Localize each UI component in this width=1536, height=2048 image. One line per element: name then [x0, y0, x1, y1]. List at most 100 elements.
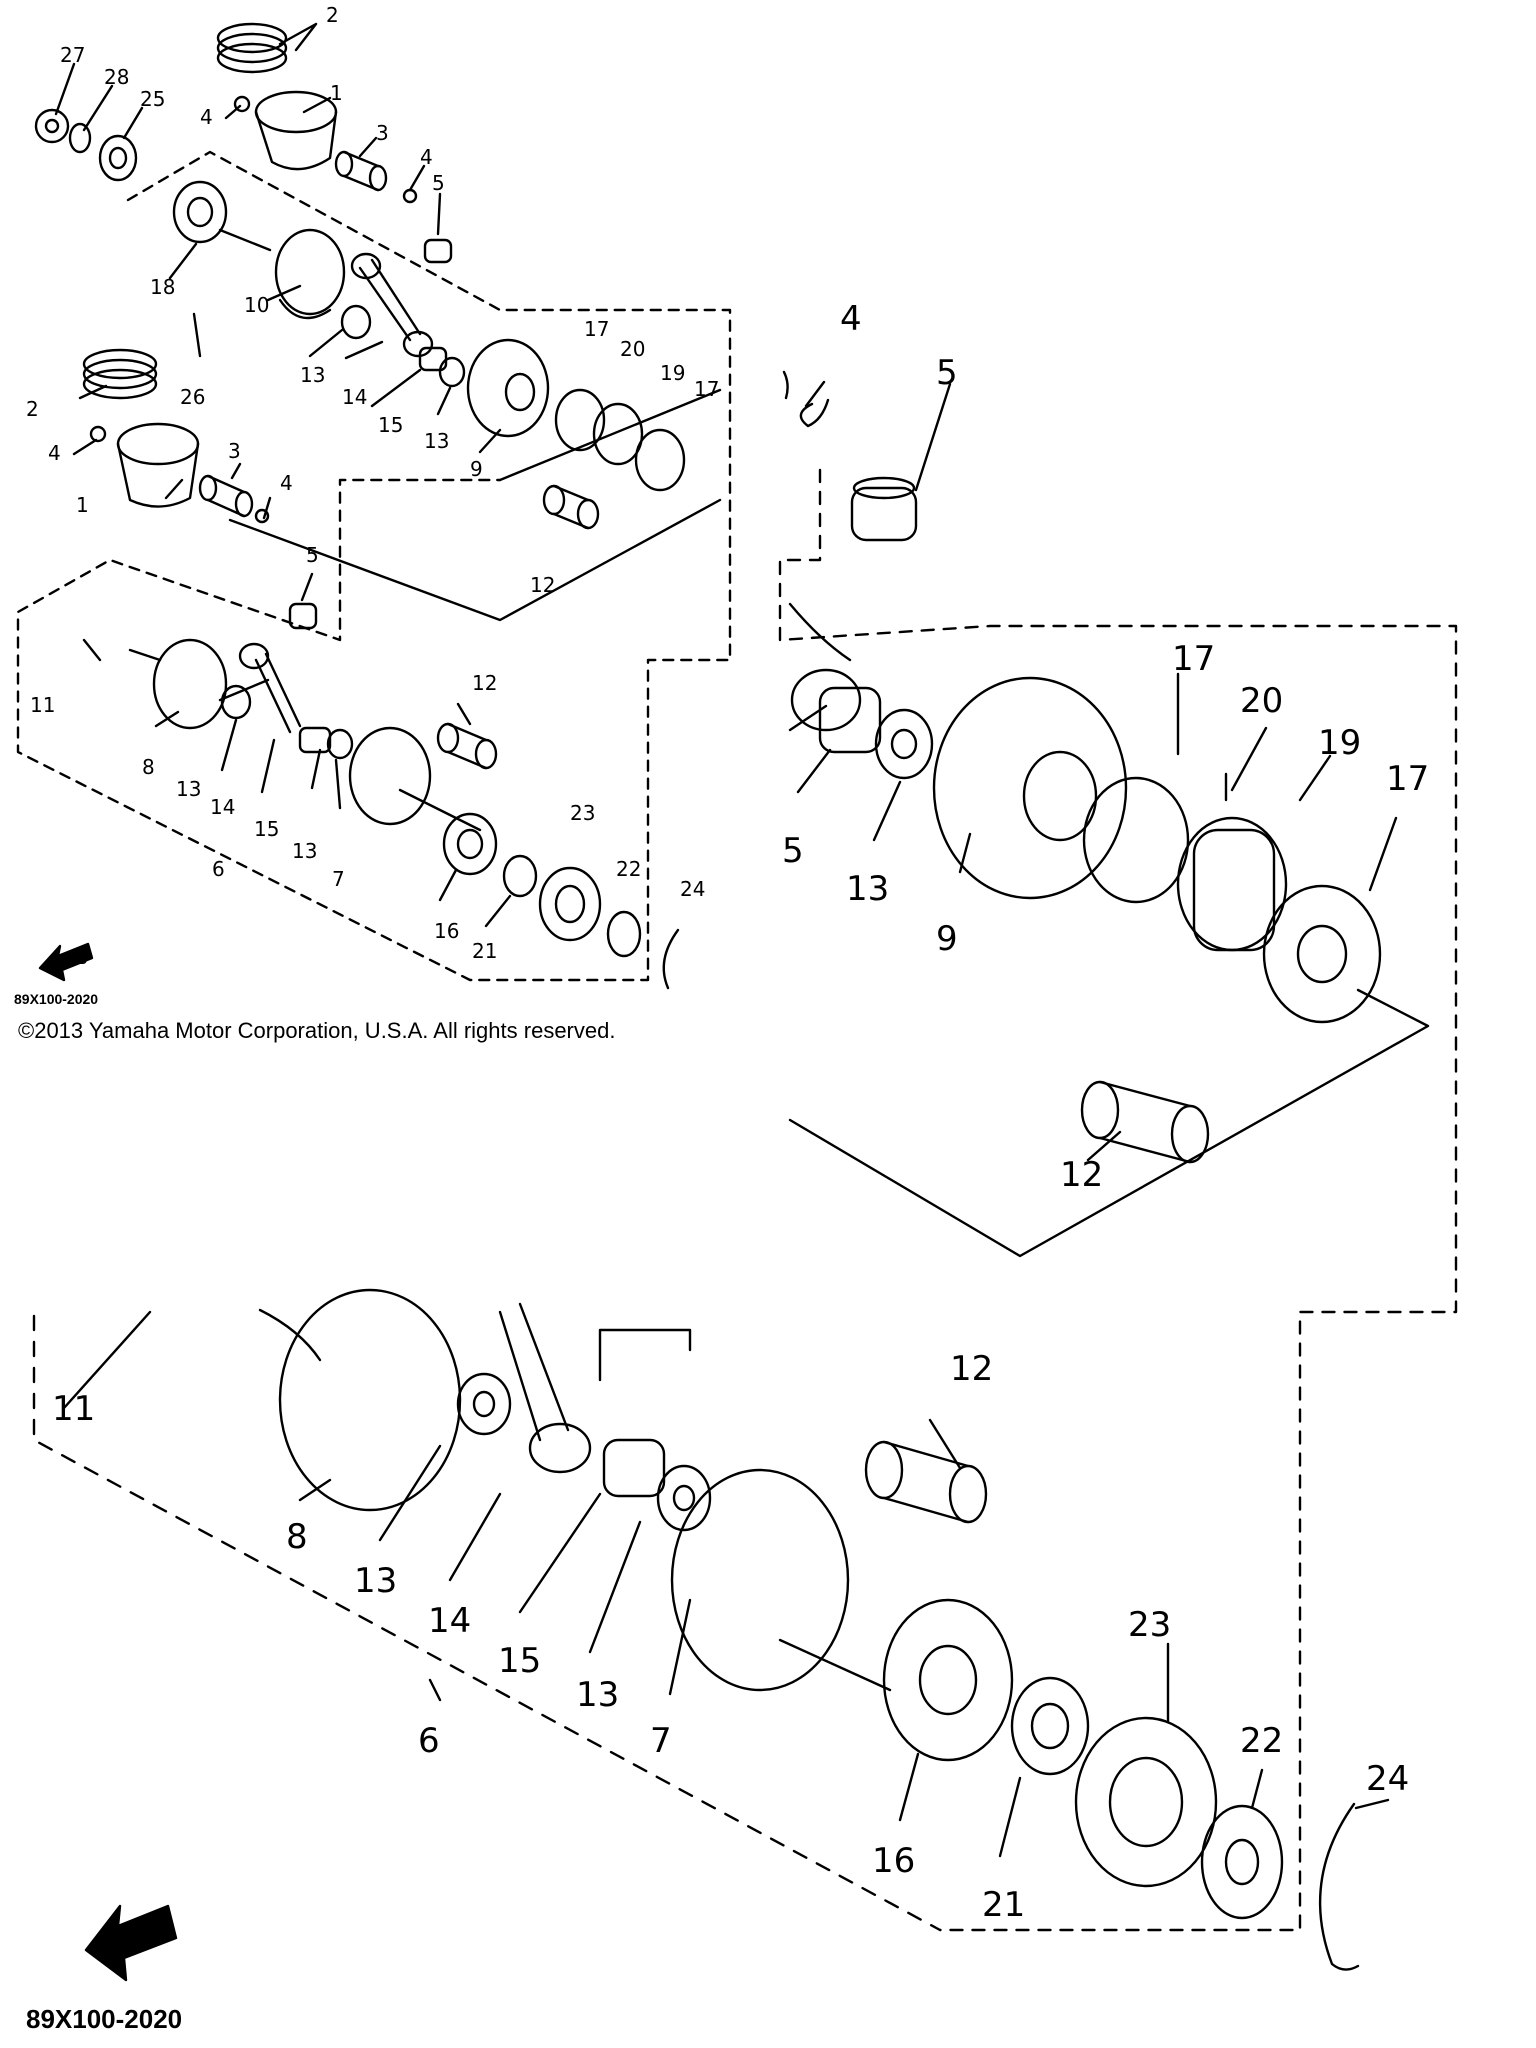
callout-13b-ov-low: 13 [292, 839, 317, 863]
washer-13-right-detail [656, 1464, 712, 1532]
callout-4b-ov: 4 [420, 145, 433, 169]
detail-flywheel-boundary [778, 468, 1458, 1932]
piston-rings-top [216, 22, 288, 74]
callout-9-ov: 9 [470, 457, 483, 481]
callout-12-ov-low: 12 [472, 671, 497, 695]
washer-13-lower [220, 684, 252, 720]
detail-flywheel-inner [788, 988, 1430, 1258]
callout-11-ov: 11 [30, 693, 55, 717]
callout-14-ov-low: 14 [210, 795, 235, 819]
callout-5-ov-low: 5 [306, 543, 319, 567]
front-arrow-small [38, 942, 94, 982]
callout-9-detail: 9 [936, 919, 958, 959]
callout-13-detail: 13 [846, 869, 889, 909]
crank-web-7-detail [670, 1468, 892, 1692]
callout-15-ov-low: 15 [254, 817, 279, 841]
callout-10-ov: 10 [244, 293, 269, 317]
callout-7-detail: 7 [650, 1721, 672, 1761]
bearing-15-lower [298, 726, 332, 754]
callout-26-ov: 26 [180, 385, 205, 409]
washer-13-detail [874, 708, 934, 780]
small-end-bearing-top [423, 238, 453, 264]
circlip-24-lower [662, 928, 680, 990]
crank-left-half [218, 228, 346, 320]
pin-12-crank-detail [864, 1440, 988, 1524]
circlip-lower [89, 425, 107, 443]
callout-13-crank-detail: 13 [354, 1561, 397, 1601]
callout-24-detail: 24 [1366, 1759, 1409, 1799]
small-end-bearing-lower [288, 602, 318, 630]
callout-16-detail: 16 [872, 1841, 915, 1881]
detail-crank-group [32, 1288, 1390, 1971]
oil-seal-21-lower [502, 854, 538, 898]
callout-4-ov-low: 4 [48, 441, 61, 465]
overview-diagram [16, 22, 732, 990]
circlip-lower-2 [254, 508, 270, 524]
callout-2-ov-low: 2 [26, 397, 39, 421]
detail-crank-leaders [62, 1310, 1390, 1858]
callout-5b-detail: 5 [782, 831, 804, 871]
callout-8-ov: 8 [142, 755, 155, 779]
crank-stub-detail [788, 602, 862, 732]
flywheel-9-detail [932, 676, 1128, 900]
callout-7-ov: 7 [332, 867, 345, 891]
detail-flywheel-leaders [796, 380, 1398, 1162]
nut-27 [34, 108, 70, 144]
callout-20-detail: 20 [1240, 681, 1283, 721]
conrod-detail [498, 1302, 592, 1474]
oil-seal-21-detail [1010, 1676, 1090, 1776]
overview-leader-lines [54, 22, 512, 928]
callout-15-ov: 15 [378, 413, 403, 437]
callout-3-ov: 3 [376, 121, 389, 145]
bearing-15-detail [818, 686, 882, 754]
piston-top [254, 90, 338, 171]
callout-18-ov: 18 [150, 275, 175, 299]
callout-6-ov: 6 [212, 857, 225, 881]
callout-25-ov: 25 [140, 87, 165, 111]
crank-lower [128, 638, 270, 730]
bearing-16-detail [882, 1598, 1014, 1762]
bearing-15-left-detail [602, 1438, 666, 1498]
callout-17b-detail: 17 [1386, 759, 1429, 799]
callout-12-ov: 12 [530, 573, 555, 597]
copyright-notice: ©2013 Yamaha Motor Corporation, U.S.A. A… [18, 1018, 616, 1043]
conrod-lower [238, 642, 302, 734]
callout-13b-ov: 13 [424, 429, 449, 453]
oil-seal-25 [98, 134, 138, 182]
washer-28 [68, 122, 92, 154]
callout-23-detail: 23 [1128, 1605, 1171, 1645]
piston-pin-lower [198, 474, 254, 518]
bearings-17-top [554, 388, 686, 492]
callout-22-detail: 22 [1240, 1721, 1283, 1761]
callout-5-ov: 5 [432, 171, 445, 195]
callout-24-ov: 24 [680, 877, 705, 901]
pin-12-detail [1080, 1080, 1210, 1164]
piston-lower [116, 422, 200, 508]
callout-14-ov: 14 [342, 385, 367, 409]
washer-13-lower-2 [326, 728, 354, 760]
cage-19-detail [1192, 828, 1276, 952]
callout-21-detail: 21 [982, 1885, 1025, 1925]
detail-crank-inner [598, 1328, 692, 1382]
washer-13-top-2 [438, 356, 466, 388]
bearing-16-lower [442, 812, 498, 876]
callout-3-ov-low: 3 [228, 439, 241, 463]
bearing-5-detail [850, 476, 918, 542]
detail-flywheel-group [778, 370, 1458, 1932]
callout-28-ov: 28 [104, 65, 129, 89]
flywheel-9-top [466, 338, 550, 438]
bearings-17-detail [1082, 776, 1382, 1024]
housing-23-lower [538, 866, 602, 942]
callout-27-ov: 27 [60, 43, 85, 67]
callout-2-ov: 2 [326, 3, 339, 27]
callout-12-crank-detail: 12 [950, 1349, 993, 1389]
callout-numbers: 2 1 4 3 4 5 27 28 25 18 10 13 14 15 13 9… [26, 3, 1429, 1925]
callout-13b-crank-detail: 13 [576, 1675, 619, 1715]
washer-13-left-detail [456, 1372, 512, 1436]
callout-4-detail: 4 [840, 299, 862, 339]
circlip-24-detail [1318, 1802, 1360, 1971]
callout-4b-ov-low: 4 [280, 471, 293, 495]
pin-12-top [542, 484, 600, 530]
callout-17b-ov: 17 [694, 377, 719, 401]
